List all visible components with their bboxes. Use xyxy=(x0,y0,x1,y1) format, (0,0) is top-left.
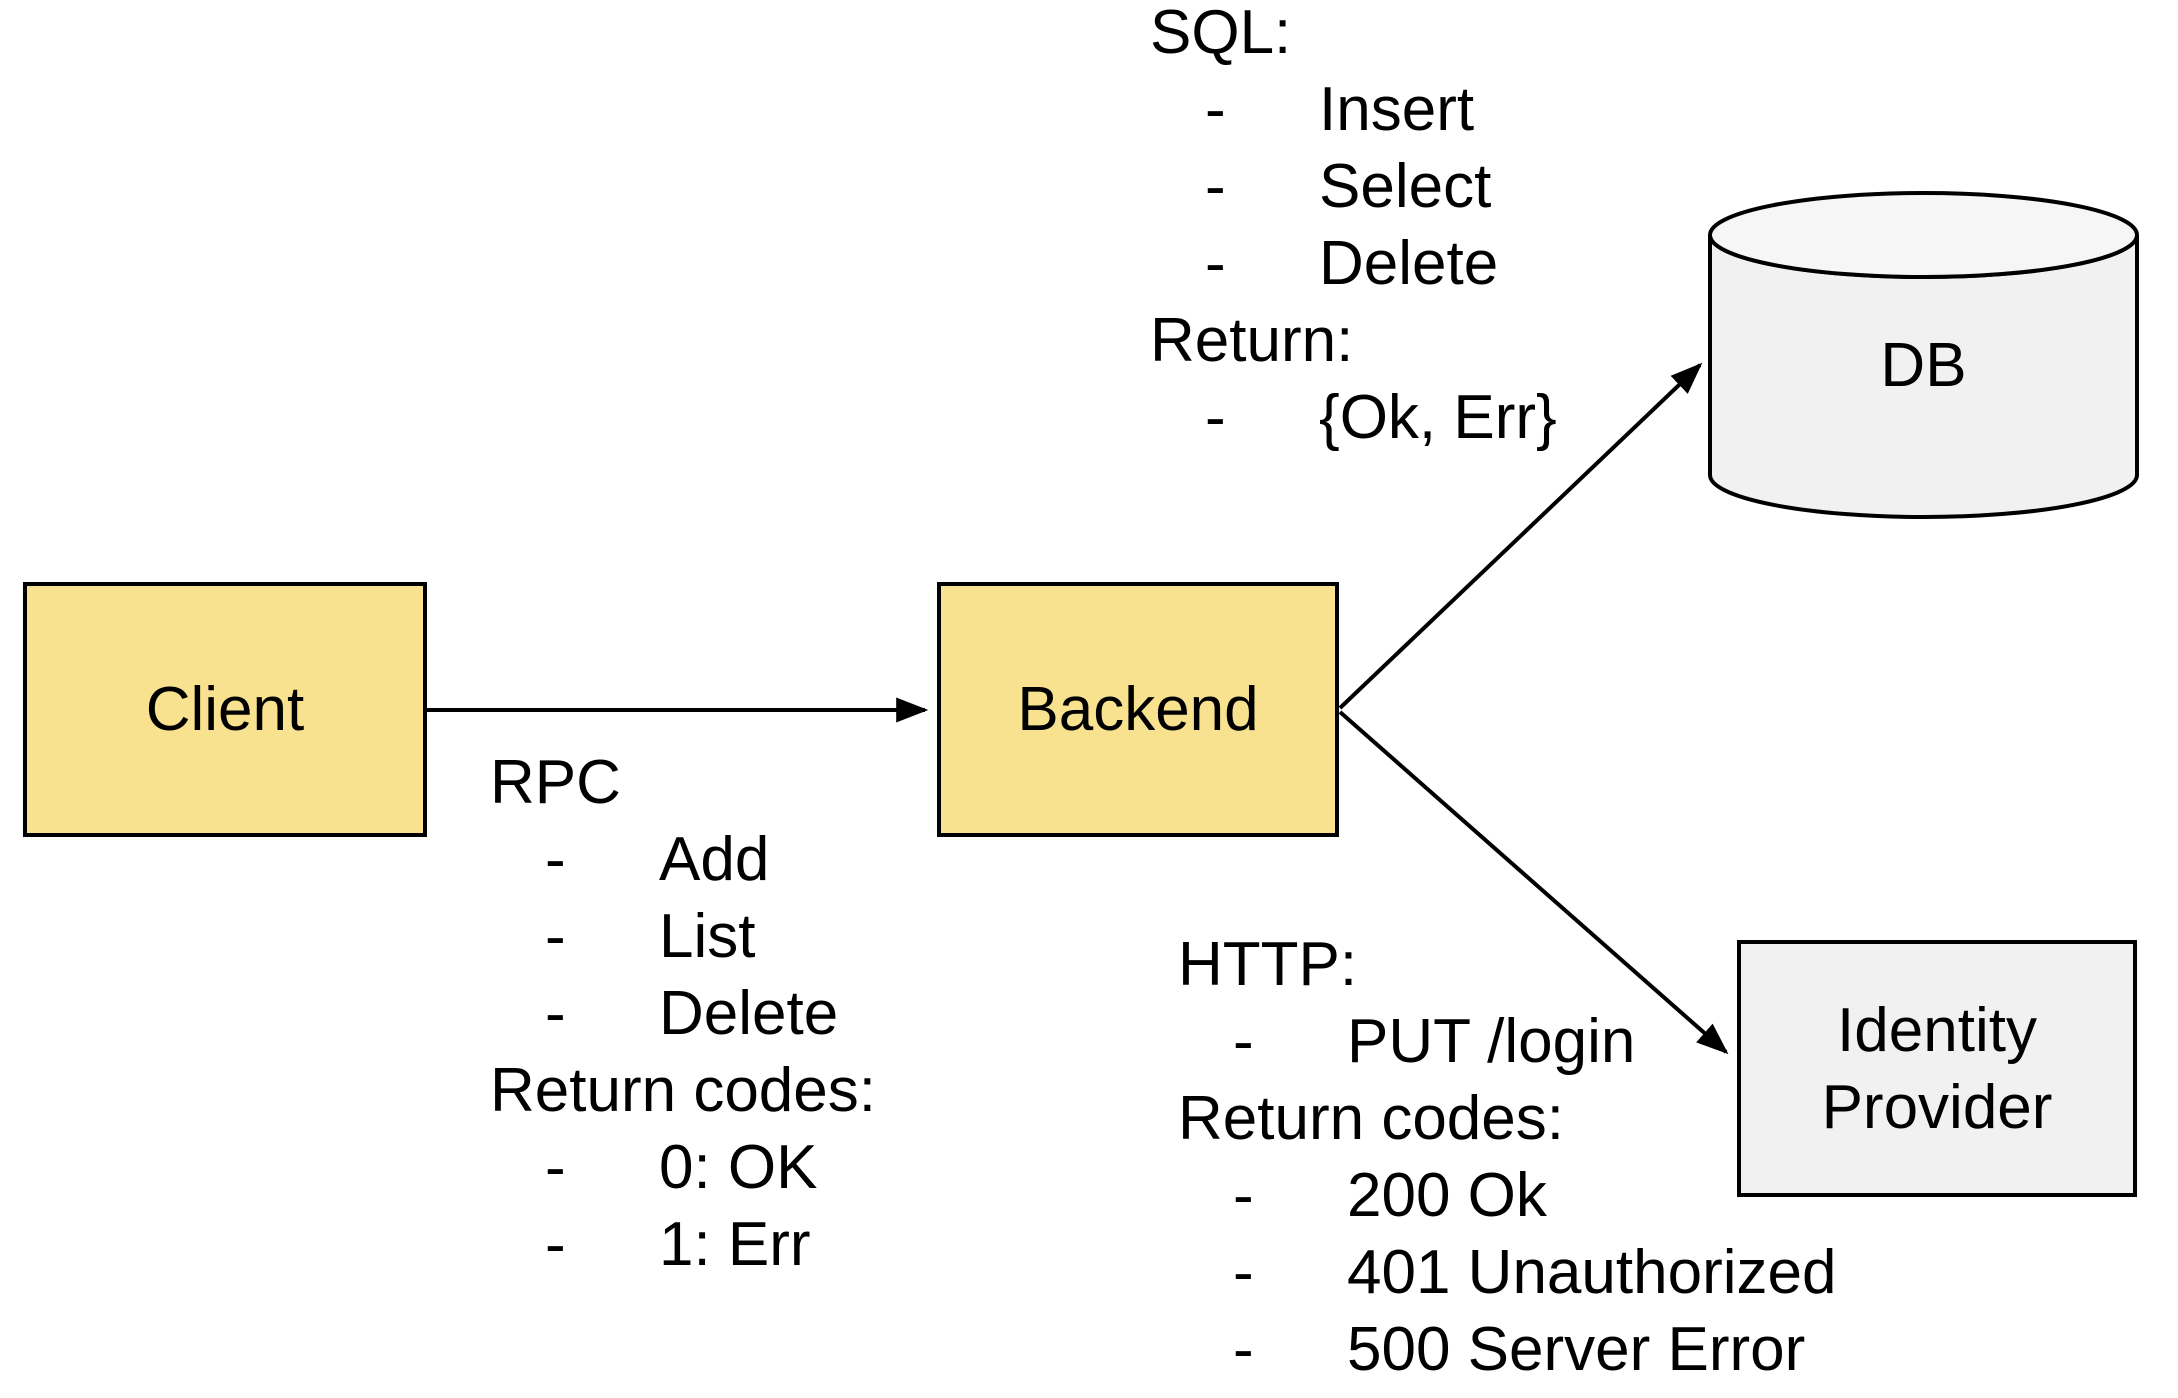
bullet-dash: - xyxy=(1205,152,1226,221)
http-annotation: HTTP: -PUT /login Return codes: -200 Ok … xyxy=(1178,926,1836,1388)
sql-item-text: Select xyxy=(1319,152,1492,221)
rpc-item-text: List xyxy=(659,902,756,971)
node-client: Client xyxy=(23,582,427,837)
http-item: - 500 Server Error xyxy=(1178,1311,1836,1388)
bullet-dash: - xyxy=(1233,1238,1254,1307)
bullet-dash: - xyxy=(545,1133,566,1202)
bullet-dash: - xyxy=(545,902,566,971)
sql-annotation: SQL: - Insert - Select - Delete Return: - {O… xyxy=(1150,0,1557,456)
node-db-cylinder xyxy=(1708,191,2139,519)
identity-provider-label: Identity Provider xyxy=(1821,995,2053,1142)
bullet-dash: - xyxy=(545,825,566,894)
sql-item-text: {Ok, Err} xyxy=(1319,383,1557,452)
bullet-dash: - xyxy=(1233,1161,1254,1230)
edge-backend-identity-provider xyxy=(1338,710,1729,1055)
rpc-item: - List xyxy=(490,898,876,975)
http-item-text: PUT /login xyxy=(1347,1007,1636,1076)
bullet-dash: - xyxy=(1205,75,1226,144)
bullet-dash: - xyxy=(1233,1315,1254,1384)
http-item: - 401 Unauthorized xyxy=(1178,1234,1836,1311)
db-label: DB xyxy=(1880,330,1967,400)
http-item-text: 401 Unauthorized xyxy=(1347,1238,1837,1307)
rpc-item-text: Add xyxy=(659,825,770,894)
node-identity-provider: Identity Provider xyxy=(1737,940,2137,1197)
rpc-subtitle: Return codes: xyxy=(490,1056,876,1125)
bullet-dash: - xyxy=(1233,1007,1254,1076)
rpc-item-text: 0: OK xyxy=(659,1133,818,1202)
sql-subtitle: Return: xyxy=(1150,306,1354,375)
http-subtitle: Return codes: xyxy=(1178,1084,1564,1153)
backend-label: Backend xyxy=(1017,675,1259,744)
rpc-item-text: Delete xyxy=(659,979,839,1048)
sql-item-text: Delete xyxy=(1319,229,1499,298)
http-item-text: 200 Ok xyxy=(1347,1161,1547,1230)
client-label: Client xyxy=(145,675,305,744)
rpc-item: - 0: OK xyxy=(490,1129,876,1206)
bullet-dash: - xyxy=(545,1210,566,1279)
edge-backend-db xyxy=(1338,362,1703,710)
bullet-dash: - xyxy=(1205,383,1226,452)
rpc-item: - 1: Err xyxy=(490,1206,876,1283)
http-item: - 200 Ok xyxy=(1178,1157,1836,1234)
bullet-dash: - xyxy=(545,979,566,1048)
http-item-text: 500 Server Error xyxy=(1347,1315,1806,1384)
http-title: HTTP: xyxy=(1178,930,1358,999)
sql-item: - {Ok, Err} xyxy=(1150,379,1557,456)
rpc-annotation: RPC - Add - List - Delete Return codes: - 0:… xyxy=(490,744,876,1283)
node-backend: Backend xyxy=(937,582,1339,837)
sql-item: - Insert xyxy=(1150,71,1557,148)
sql-item: - Select xyxy=(1150,148,1557,225)
sql-item-text: Insert xyxy=(1319,75,1475,144)
sql-item: - Delete xyxy=(1150,225,1557,302)
sql-title: SQL: xyxy=(1150,0,1292,67)
http-item: - PUT /login xyxy=(1178,1003,1836,1080)
rpc-item-text: 1: Err xyxy=(659,1210,811,1279)
rpc-item: - Delete xyxy=(490,975,876,1052)
rpc-title: RPC xyxy=(490,748,621,817)
rpc-item: - Add xyxy=(490,821,876,898)
db-cylinder-top xyxy=(1708,191,2139,279)
bullet-dash: - xyxy=(1205,229,1226,298)
